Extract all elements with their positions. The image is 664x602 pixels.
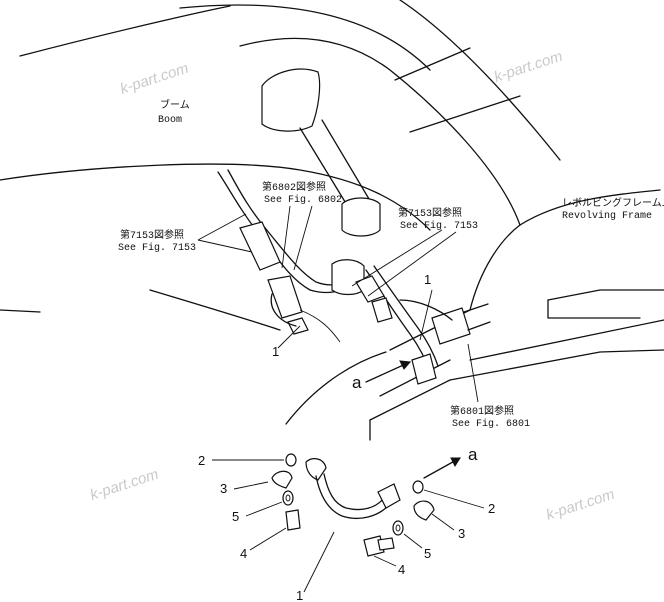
right-hose-assembly xyxy=(355,265,491,385)
callout-2-left: 2 xyxy=(198,453,205,468)
section-arrow-a-upper xyxy=(365,360,412,383)
fig6801-label-jp: 第6801図参照 xyxy=(450,404,514,418)
left-hose-assembly xyxy=(217,169,365,343)
fig6802-label-en: See Fig. 6802 xyxy=(264,194,342,206)
revolving-frame xyxy=(0,224,664,441)
o-ring-part-2 xyxy=(285,453,297,467)
fig7153-left-label-en: See Fig. 7153 xyxy=(118,242,196,254)
revolving-frame-label-en: Revolving Frame xyxy=(562,210,652,222)
bolt-part-4 xyxy=(285,509,301,531)
callout-1-left: 1 xyxy=(272,344,279,359)
boom-outline xyxy=(0,0,661,231)
fig6802-label-jp: 第6802図参照 xyxy=(262,180,326,194)
o-ring-part-2-right xyxy=(412,480,424,494)
callout-1-right: 1 xyxy=(424,272,431,287)
callout-3-left: 3 xyxy=(220,481,227,496)
washer-part-5-right xyxy=(392,520,404,536)
callout-a-lower: a xyxy=(468,445,478,464)
fig6801-label-en: See Fig. 6801 xyxy=(452,418,530,430)
leader-lines xyxy=(197,205,479,425)
callout-5-right: 5 xyxy=(424,546,431,561)
clamp-part-3 xyxy=(271,470,293,489)
fig7153-left-label-jp: 第7153図参照 xyxy=(120,228,184,242)
washer-part-5 xyxy=(282,490,294,506)
callout-2-right: 2 xyxy=(488,501,495,516)
callout-a-upper: a xyxy=(352,373,362,392)
clamp-part-3-right xyxy=(413,500,435,521)
fig7153-right-label-en: See Fig. 7153 xyxy=(400,220,478,232)
callout-1-bottom: 1 xyxy=(296,588,303,602)
watermark: k-part.com xyxy=(88,466,161,504)
exploded-parts xyxy=(212,453,485,593)
callout-4-right: 4 xyxy=(398,562,405,577)
watermark: k-part.com xyxy=(492,48,565,86)
watermark: k-part.com xyxy=(544,486,617,524)
watermark: k-part.com xyxy=(118,60,191,98)
callout-3-right: 3 xyxy=(458,526,465,541)
revolving-frame-label-jp: レボルビングフレームム xyxy=(562,196,664,210)
fig7153-right-label-jp: 第7153図参照 xyxy=(398,206,462,220)
boom-cylinder xyxy=(261,68,381,237)
callout-5-left: 5 xyxy=(232,509,239,524)
boom-label-jp: ブーム xyxy=(160,98,190,112)
callout-4-left: 4 xyxy=(240,546,247,561)
boom-label-en: Boom xyxy=(158,115,182,126)
